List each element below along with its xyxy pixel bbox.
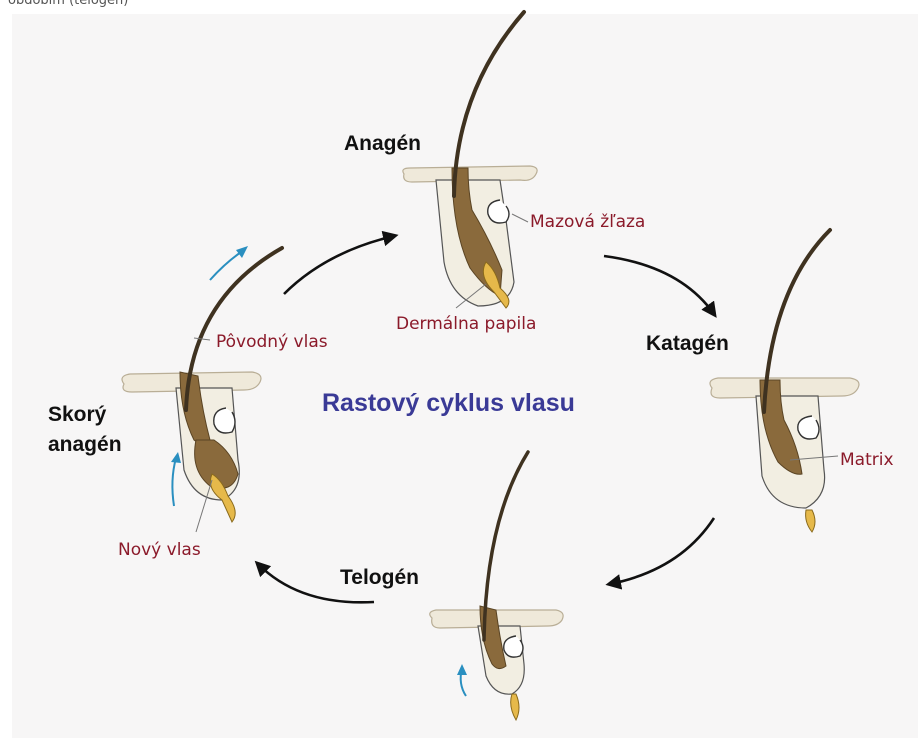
arrow-anagen-to-katagen — [604, 256, 714, 314]
phase-label-early-anagen-line1: Skorý — [48, 404, 106, 425]
phase-label-katagen: Katagén — [646, 333, 729, 354]
arrow-katagen-to-telogen — [610, 518, 714, 584]
growth-arrow — [172, 458, 176, 506]
leader-lines — [194, 214, 838, 532]
growth-arrow-head — [236, 246, 248, 258]
growth-arrow-head — [171, 452, 181, 463]
phase-label-early-anagen-line2: anagén — [48, 434, 122, 455]
label-new-hair: Nový vlas — [118, 542, 201, 559]
phase-label-telogen: Telogén — [340, 567, 419, 588]
diagram-title: Rastový cyklus vlasu — [322, 391, 575, 416]
anagen-follicle — [403, 12, 537, 308]
phase-label-anagen: Anagén — [344, 133, 421, 154]
katagen-follicle — [710, 230, 859, 532]
dermal-papilla — [806, 510, 815, 532]
early-anagen-follicle — [122, 246, 282, 522]
label-original-hair: Pôvodný vlas — [216, 334, 328, 351]
label-matrix: Matrix — [840, 452, 894, 469]
arrow-early-to-anagen — [284, 236, 394, 294]
label-dermal-papilla: Dermálna papila — [396, 316, 536, 333]
telogen-follicle — [430, 452, 563, 720]
leader-sebaceous-gland — [512, 214, 528, 222]
growth-arrow-head — [457, 664, 467, 675]
skin-surface — [710, 378, 859, 398]
dermal-papilla — [511, 694, 519, 720]
sebaceous-gland — [488, 200, 509, 223]
label-sebaceous-gland: Mazová žľaza — [530, 214, 645, 231]
growth-arrow — [210, 250, 244, 280]
